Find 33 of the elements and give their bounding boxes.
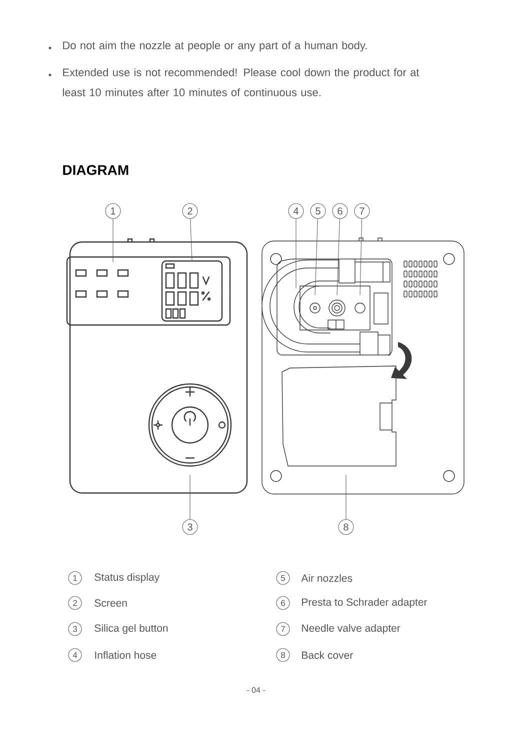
leader-line <box>112 218 114 262</box>
callout-number: 7 <box>354 203 370 219</box>
item-number: 3 <box>68 622 82 636</box>
item-number: 8 <box>276 648 290 662</box>
callout-number: 3 <box>182 519 198 535</box>
item-text: Screen <box>94 599 127 607</box>
callout-number: 5 <box>310 203 326 219</box>
item-text: Needle valve adapter <box>302 624 400 634</box>
item-text: Presta to Schrader adapter <box>302 598 428 608</box>
heading: DIAGRAM <box>63 165 128 175</box>
bullet-text: Extended use is not recommended! Please cool down the product for at least 10 minutes after 10 minutes of continuous use. <box>62 68 420 96</box>
bullet-text: Do not aim the nozzle at people or any part of a human body. <box>63 41 367 52</box>
leader-line <box>336 218 340 296</box>
leader-line <box>314 218 318 296</box>
item-text: Air nozzles <box>301 574 352 582</box>
item-number: 2 <box>68 596 82 610</box>
leader-line <box>360 218 362 296</box>
callout-number: 2 <box>182 203 198 219</box>
callout-number: 8 <box>338 519 354 535</box>
callout-number: 6 <box>332 203 348 219</box>
item-number: 5 <box>276 571 290 585</box>
item-text: Silica gel button <box>94 624 168 634</box>
callout-number: 1 <box>105 203 121 219</box>
item-text: Inflation hose <box>95 651 156 659</box>
page-number: - 04 - <box>247 687 265 693</box>
leader-line <box>190 218 192 260</box>
item-text: Back cover <box>302 651 353 659</box>
callout-number: 4 <box>288 203 304 219</box>
item-number: 7 <box>276 622 290 636</box>
item-number: 1 <box>68 571 82 585</box>
item-number: 6 <box>276 596 290 610</box>
item-number: 4 <box>68 648 82 662</box>
item-text: Status display <box>94 573 160 583</box>
